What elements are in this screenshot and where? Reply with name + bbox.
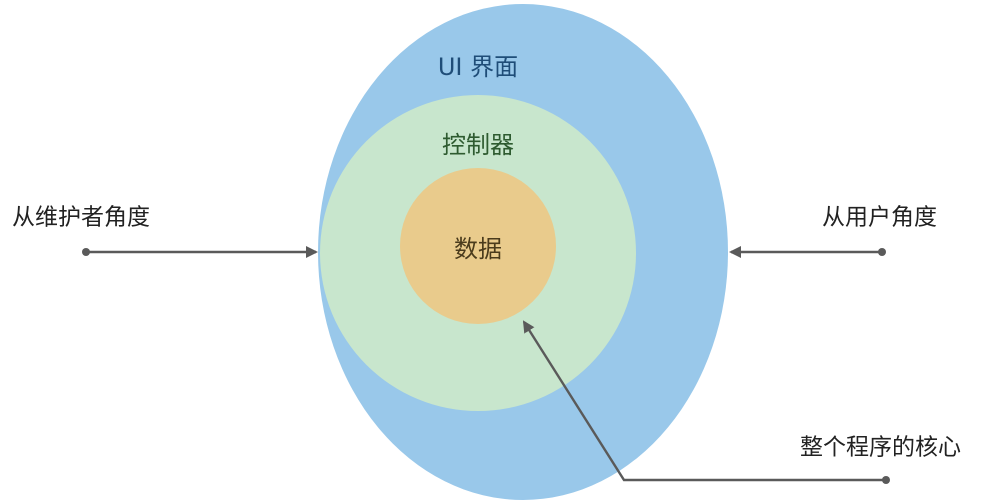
core-arrow [522,320,886,482]
controller-layer-label: 控制器 [442,131,514,159]
maintainer-perspective-label: 从维护者角度 [12,205,150,231]
data-layer-label: 数据 [454,235,502,263]
data-layer-ring [400,168,556,324]
program-core-label: 整个程序的核心 [800,435,961,461]
ui-layer-label: UI 界面 [438,53,518,81]
user-perspective-label: 从用户角度 [822,205,937,231]
